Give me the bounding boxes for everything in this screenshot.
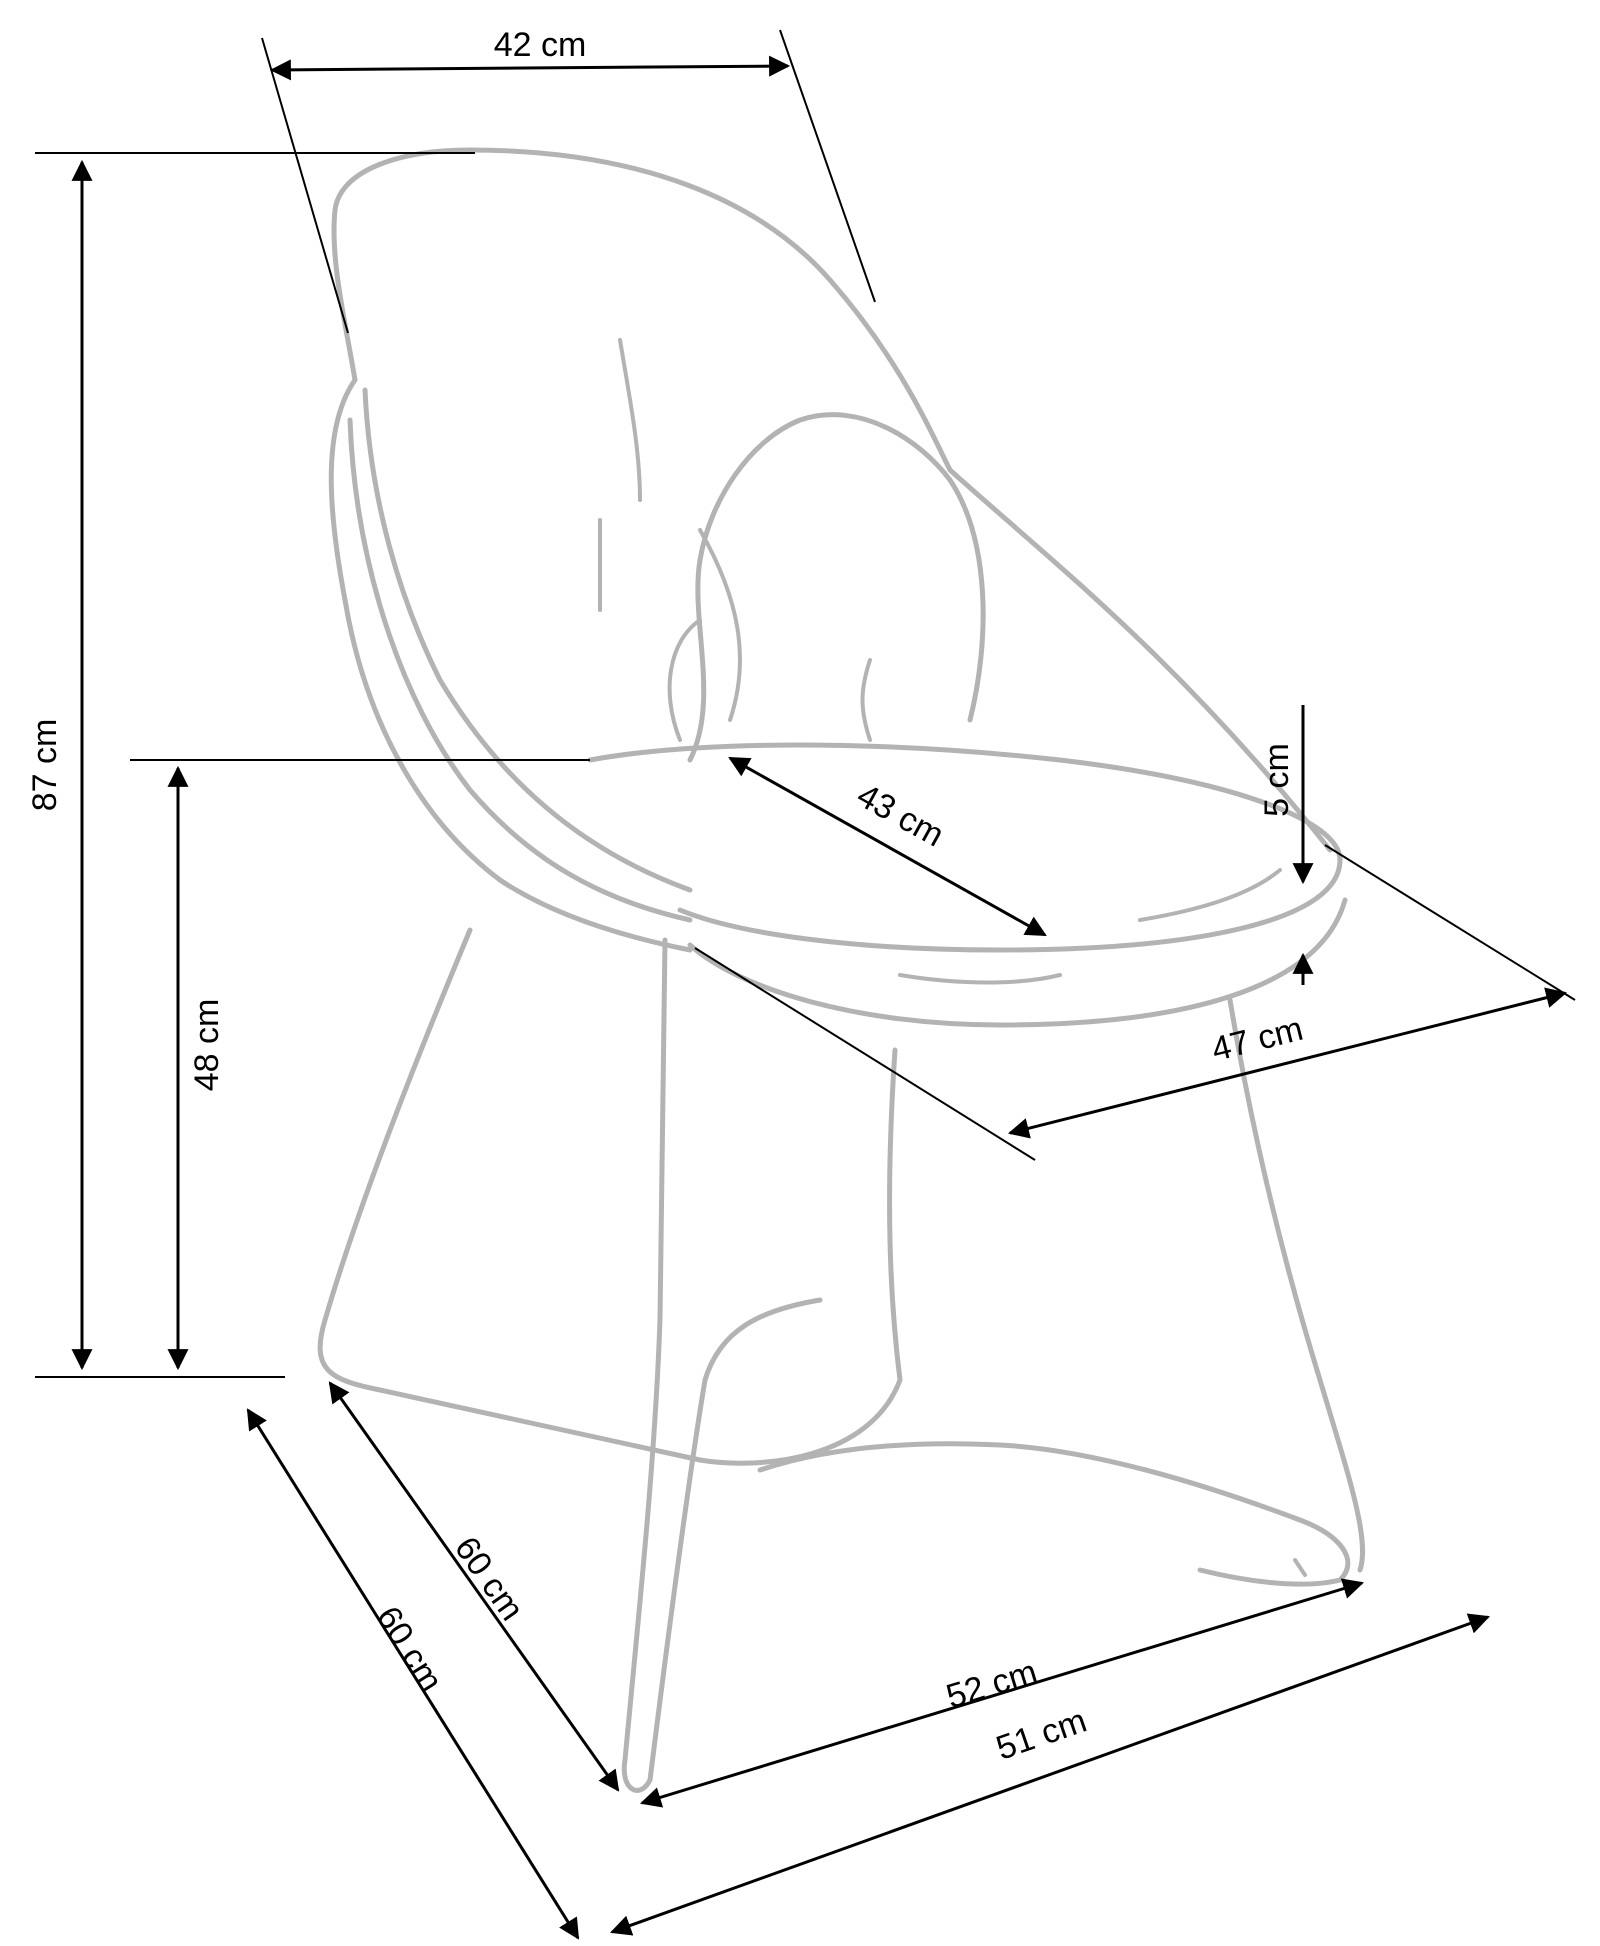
base-rail xyxy=(757,1441,1351,1587)
label-5: 5 cm xyxy=(1258,743,1296,817)
chair-outline xyxy=(317,147,1366,1793)
seat-top xyxy=(587,742,1343,953)
dimension-seat-height: 48 cm xyxy=(130,759,590,1371)
arrow-47 xyxy=(1007,987,1568,1139)
seat-stitch-2 xyxy=(1138,868,1282,922)
dimension-seat-width: 47 cm xyxy=(694,844,1576,1161)
ext-line-right xyxy=(779,29,876,303)
dimension-width-inner: 52 cm xyxy=(639,1578,1365,1808)
leg-front xyxy=(621,937,823,1793)
dimension-width-outer: 51 cm xyxy=(610,1613,1490,1936)
leg-back-right xyxy=(1227,997,1366,1573)
dimension-depth-outer: 60 cm xyxy=(246,1408,580,1940)
label-42: 42 cm xyxy=(494,26,587,64)
label-87: 87 cm xyxy=(26,719,64,812)
dimension-depth-inner: 60 cm xyxy=(328,1381,620,1792)
seat-stitch-1 xyxy=(898,973,1062,985)
cushion-seam-5 xyxy=(860,658,872,742)
ext-line-left xyxy=(261,37,349,334)
label-52: 52 cm xyxy=(942,1653,1042,1716)
arrow-42 xyxy=(269,55,791,81)
label-60-inner: 60 cm xyxy=(447,1530,531,1628)
foot-cap xyxy=(1293,1558,1307,1577)
leg-back-left xyxy=(317,927,903,1466)
label-43: 43 cm xyxy=(851,776,950,854)
backrest-inner xyxy=(362,387,693,893)
cushion-seam-4 xyxy=(667,618,702,742)
ext-47-right xyxy=(1324,844,1576,1001)
cushion-seam-1 xyxy=(618,338,642,502)
cushion-seam-3 xyxy=(698,528,742,722)
backrest-outer xyxy=(328,147,693,953)
dimension-seat-depth: 43 cm xyxy=(728,756,1047,937)
dimension-width-top: 42 cm xyxy=(261,26,876,334)
back-cushion xyxy=(687,412,986,763)
backrest-inner-2 xyxy=(347,417,693,923)
dimension-height-total: 87 cm xyxy=(26,152,475,1378)
label-47: 47 cm xyxy=(1208,1010,1307,1069)
arrow-60-outer xyxy=(246,1408,580,1940)
label-60-outer: 60 cm xyxy=(369,1600,450,1699)
label-51: 51 cm xyxy=(991,1702,1091,1768)
arrow-43 xyxy=(728,756,1047,937)
label-48: 48 cm xyxy=(188,999,226,1092)
ext-47-left xyxy=(694,947,1036,1161)
backrest-right-edge xyxy=(467,147,1333,853)
arrow-51 xyxy=(610,1613,1490,1936)
dimension-seat-thickness: 5 cm xyxy=(1258,705,1314,985)
